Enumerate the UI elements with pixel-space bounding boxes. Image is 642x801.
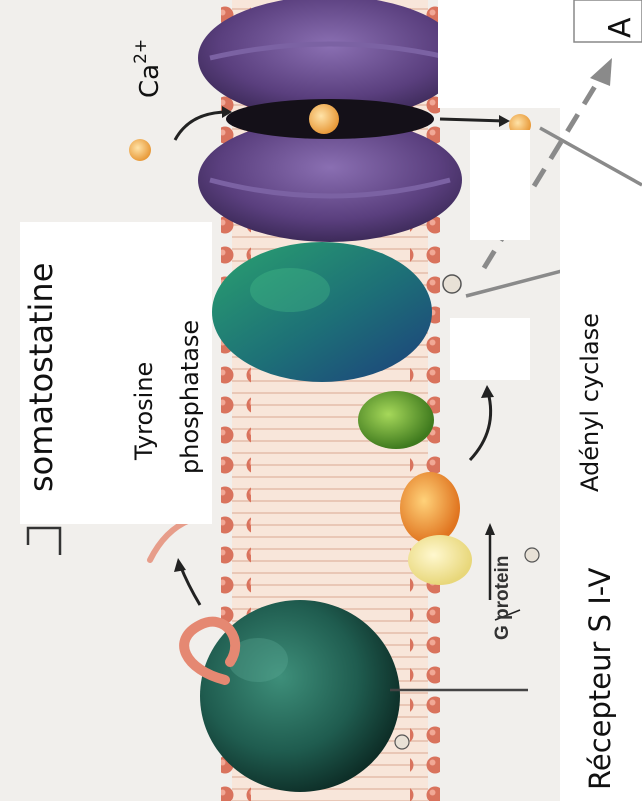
box-phos-right <box>450 318 530 380</box>
ca-label-box <box>438 0 570 108</box>
g-protein-alpha <box>358 391 434 449</box>
phosphatase-label: phosphatase <box>176 320 204 474</box>
box-mid-right <box>470 130 530 240</box>
recepteur-label: Récepteur S I-V <box>583 567 617 790</box>
g-protein-label: G protein <box>492 556 513 640</box>
phosphate-marker <box>443 275 461 293</box>
g-protein-gamma <box>408 535 472 585</box>
tyrosine-label: Tyrosine <box>130 362 158 461</box>
calcium-label-base: Ca <box>135 64 165 98</box>
calcium-arrow-out <box>440 119 505 121</box>
calcium-ion-in-pore <box>309 104 339 134</box>
somatostatine-label: somatostatine <box>22 263 60 492</box>
g-protein-marker <box>525 548 539 562</box>
calcium-ion-outside <box>129 139 151 161</box>
g-protein-beta <box>400 472 460 544</box>
top-right-partial-label: A <box>603 17 638 38</box>
receptor-marker <box>395 735 409 749</box>
dashed-arrow-head <box>590 58 612 86</box>
calcium-label-sup: 2+ <box>131 39 151 64</box>
adenyl-cyclase-label: Adényl cyclase <box>576 313 604 492</box>
